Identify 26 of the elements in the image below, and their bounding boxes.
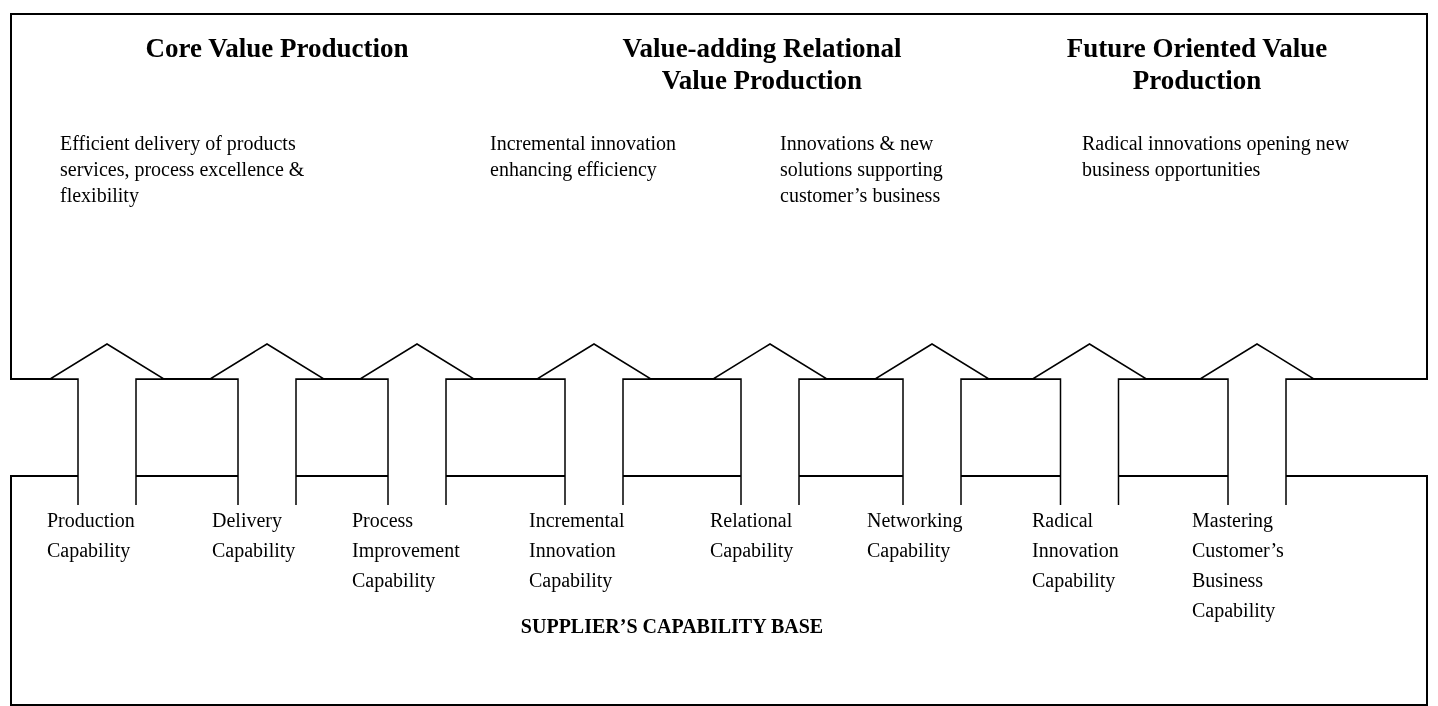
- panel-title: SUPPLIER’S CAPABILITY BASE: [519, 614, 825, 639]
- panel-box: [10, 13, 1428, 380]
- heading: Core Value Production: [144, 32, 410, 65]
- block-arrow: [534, 343, 654, 506]
- capability-label: Radical Innovation Capability: [1032, 505, 1147, 595]
- block-arrow: [207, 343, 327, 506]
- capability-label: Process Improvement Capability: [352, 505, 482, 595]
- heading: Value-adding Relational Value Production: [621, 32, 903, 97]
- description-text: Efficient delivery of products services, process excellence & flexibility: [60, 131, 306, 208]
- capability-label: Production Capability: [47, 505, 167, 565]
- description-text: Incremental innovation enhancing efficiency: [490, 131, 678, 182]
- description-text: Radical innovations opening new business opportunities: [1082, 131, 1351, 182]
- capability-label: Delivery Capability: [212, 505, 322, 565]
- block-arrow: [357, 343, 477, 506]
- capability-label: Mastering Customer’s Business Capability: [1192, 505, 1322, 625]
- panel-box: [10, 475, 1428, 706]
- block-arrow: [47, 343, 167, 506]
- block-arrow: [1029, 343, 1150, 506]
- heading: Future Oriented Value Production: [1065, 32, 1329, 97]
- capability-label: Relational Capability: [710, 505, 830, 565]
- capability-label: Incremental Innovation Capability: [529, 505, 659, 595]
- block-arrow: [872, 343, 992, 506]
- description-text: Innovations & new solutions supporting customer’s business: [780, 131, 944, 208]
- block-arrow: [710, 343, 830, 506]
- capability-label: Networking Capability: [867, 505, 997, 565]
- block-arrow: [1197, 343, 1317, 506]
